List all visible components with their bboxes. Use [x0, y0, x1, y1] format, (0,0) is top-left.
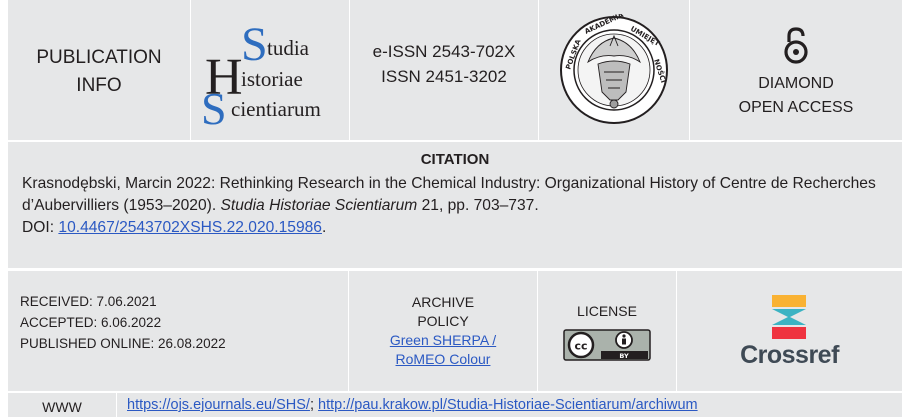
- citation-journal: Studia Historiae Scientiarum: [220, 197, 418, 214]
- diamond-label: DIAMOND: [758, 75, 834, 92]
- card-background: [8, 0, 902, 417]
- citation-block: CITATION Krasnodębski, Marcin 2022: Reth…: [8, 142, 902, 268]
- ojs-journal-link[interactable]: https://ojs.ejournals.eu/SHS/: [127, 397, 310, 413]
- license-block: LICENSE cc BY: [538, 271, 676, 391]
- divider: [348, 271, 349, 391]
- cc-by-label: BY: [619, 352, 629, 360]
- logo-initial: S: [201, 83, 227, 130]
- link-separator: ;: [309, 397, 319, 413]
- divider: [349, 0, 350, 140]
- logo-word: tudia: [267, 36, 310, 60]
- sherpa-romeo-line: RoMEO Colour: [395, 351, 491, 367]
- sherpa-romeo-line: Green SHERPA /: [389, 332, 497, 348]
- logo-initial: S: [241, 18, 268, 71]
- citation-text: Krasnodębski, Marcin 2022: Rethinking Re…: [22, 173, 888, 239]
- open-access-lock-icon: [784, 27, 808, 64]
- journal-logo: S H S tudia istoriae cientiarum: [191, 0, 349, 140]
- issn-block: e-ISSN 2543-702X ISSN 2451-3202: [350, 0, 538, 140]
- logo-word: istoriae: [241, 67, 303, 91]
- print-issn: ISSN 2451-3202: [381, 67, 507, 86]
- publication-info-line: PUBLICATION: [36, 47, 162, 68]
- logo-initial: H: [205, 49, 243, 106]
- doi-label: DOI:: [22, 219, 59, 236]
- archive-policy-block: ARCHIVE POLICY Green SHERPA / RoMEO Colo…: [349, 271, 537, 391]
- crossref-icon: [771, 294, 806, 339]
- e-issn: e-ISSN 2543-702X: [372, 42, 516, 61]
- pau-seal: POLSKA AKADEMIA UMIEJĘT NOŚCI: [539, 0, 689, 140]
- publication-info-line: INFO: [76, 75, 122, 96]
- studia-historiae-scientiarum-logo: S H S tudia istoriae cientiarum: [201, 18, 321, 130]
- polska-akademia-umiejetnosci-seal-icon: POLSKA AKADEMIA UMIEJĘT NOŚCI: [560, 14, 668, 124]
- archive-label: ARCHIVE: [411, 294, 475, 310]
- divider: [116, 393, 117, 417]
- divider: [8, 140, 902, 142]
- doi-end: .: [321, 219, 327, 236]
- divider: [538, 0, 539, 140]
- policy-label: POLICY: [417, 313, 469, 329]
- accepted-date: ACCEPTED: 6.06.2022: [20, 315, 162, 330]
- divider: [537, 271, 538, 391]
- www-label-cell: WWW: [8, 393, 116, 417]
- crossref-shape: [771, 326, 806, 339]
- doi-link[interactable]: 10.4467/2543702XSHS.22.020.15986: [58, 219, 322, 236]
- published-date: PUBLISHED ONLINE: 26.08.2022: [20, 336, 226, 351]
- divider: [689, 0, 690, 140]
- license-label: LICENSE: [577, 303, 637, 319]
- citation-pages: 21, pp. 703–737.: [417, 197, 539, 214]
- publication-info-heading: PUBLICATION INFO: [8, 0, 190, 140]
- crossref-block: Crossref: [677, 271, 902, 391]
- citation-reference: Krasnodębski, Marcin 2022: Rethinking Re…: [22, 175, 876, 214]
- svg-text:cc: cc: [574, 340, 587, 353]
- dates-block: RECEIVED: 7.06.2021 ACCEPTED: 6.06.2022 …: [8, 271, 348, 391]
- open-access-label: OPEN ACCESS: [738, 99, 854, 116]
- pau-archive-link[interactable]: http://pau.krakow.pl/Studia-Historiae-Sc…: [318, 397, 698, 413]
- citation-heading: CITATION: [420, 151, 490, 168]
- crossref-label: Crossref: [740, 340, 839, 369]
- www-links: https://ojs.ejournals.eu/SHS/; http://pa…: [117, 393, 902, 417]
- crossref-shape: [771, 308, 806, 325]
- divider: [676, 271, 677, 391]
- divider: [190, 0, 191, 140]
- logo-word: cientiarum: [231, 97, 321, 121]
- crossref-shape: [771, 294, 806, 307]
- received-date: RECEIVED: 7.06.2021: [20, 294, 157, 309]
- cc-by-badge-icon[interactable]: cc BY: [563, 329, 651, 361]
- open-access-block: DIAMOND OPEN ACCESS: [690, 0, 902, 140]
- divider: [8, 268, 902, 271]
- www-label: WWW: [42, 399, 82, 415]
- sherpa-romeo-link[interactable]: Green SHERPA / RoMEO Colour: [390, 331, 496, 369]
- divider: [8, 391, 902, 393]
